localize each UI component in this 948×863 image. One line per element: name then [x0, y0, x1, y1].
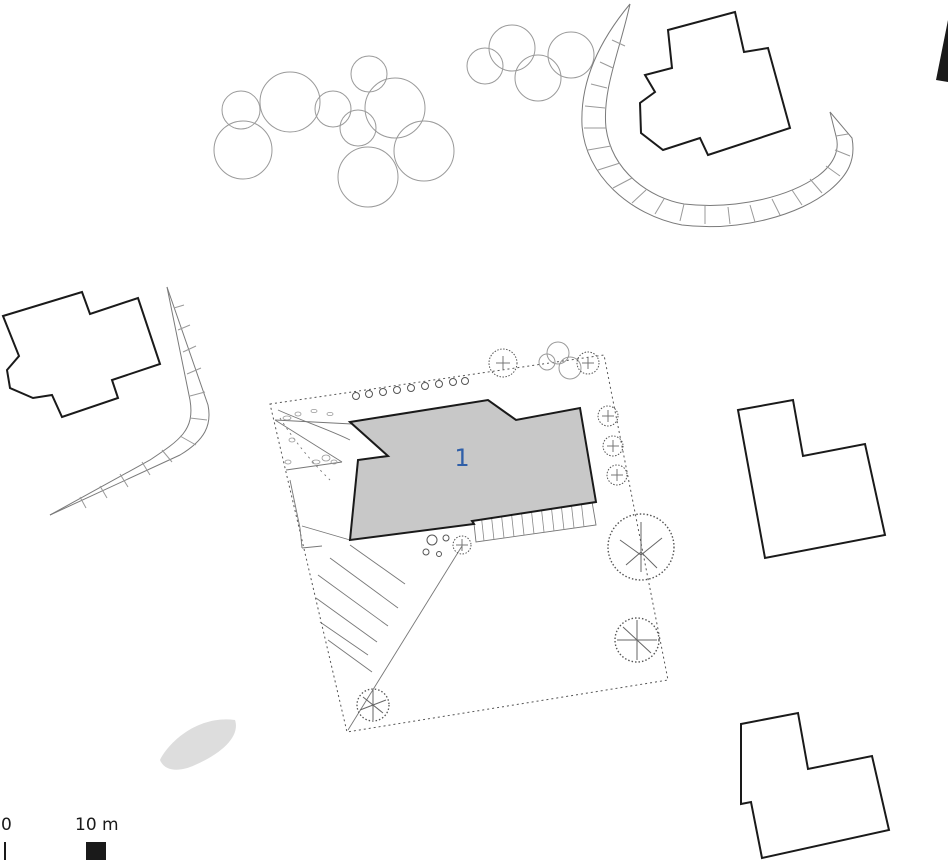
neighbour-house-southeast [740, 711, 891, 860]
tree-symbol [602, 435, 624, 457]
tree-cluster-north [213, 24, 595, 208]
scale-end-label: 10 m [75, 815, 119, 835]
shrub-symbol [422, 548, 430, 556]
scale-start-tick [4, 842, 6, 860]
tree-canopy [466, 47, 504, 85]
tree-canopy [547, 31, 595, 79]
site-trees [356, 341, 675, 722]
shrub-symbol [426, 534, 438, 546]
vegetation-patch [160, 719, 236, 770]
tree-symbol [576, 351, 600, 375]
tree-canopy [514, 54, 562, 102]
curved-terrace-wall-north [581, 3, 854, 228]
tree-canopy [364, 77, 426, 139]
tree-canopy [314, 90, 352, 128]
tree-symbol [356, 688, 390, 722]
tree-symbol [597, 405, 619, 427]
shrub-symbol [442, 534, 450, 542]
neighbour-building-edge [936, 20, 948, 82]
tree-symbol-large [607, 513, 675, 581]
tree-canopy [221, 90, 261, 130]
main-building-label: 1 [454, 444, 469, 472]
tree-canopy [350, 55, 388, 93]
tree-symbol [606, 464, 628, 486]
tree-symbol [538, 353, 556, 371]
tree-canopy [488, 24, 536, 72]
tree-symbol [558, 356, 582, 380]
tree-canopy [339, 109, 377, 147]
scale-bar: 0 10 m [1, 815, 119, 860]
main-building [347, 398, 598, 542]
garden-lines [274, 409, 463, 731]
scale-end-block [86, 842, 106, 860]
terrace-wall-west [49, 286, 210, 516]
neighbour-house-east [736, 398, 887, 560]
neighbour-house-west [1, 290, 162, 419]
tree-symbol [452, 535, 472, 555]
tree-symbol [546, 341, 570, 365]
tree-canopy [259, 71, 321, 133]
tree-canopy [337, 146, 399, 208]
tree-symbol [488, 348, 518, 378]
tree-canopy [213, 120, 273, 180]
shrub-symbol [436, 551, 442, 557]
tree-canopy [393, 120, 455, 182]
neighbour-house-northeast [638, 10, 792, 157]
garden-pebbles [282, 408, 338, 465]
scale-start-label: 0 [1, 815, 12, 835]
shrub-row [352, 377, 469, 400]
tree-symbol-large [614, 617, 660, 663]
